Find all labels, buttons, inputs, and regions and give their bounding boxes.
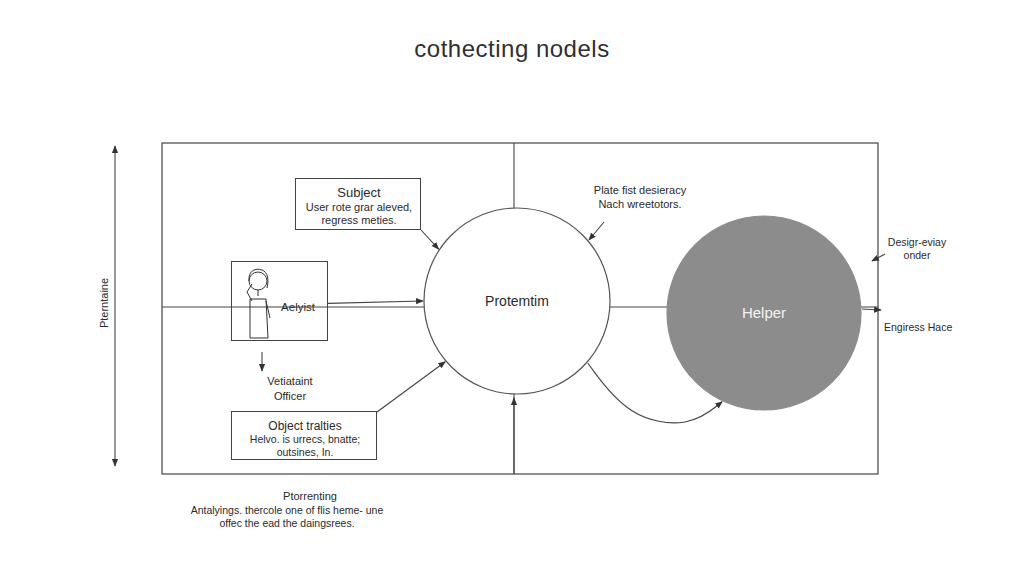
node-heading: Subject — [296, 185, 422, 201]
leader-arrow — [513, 398, 514, 474]
annotation-label: Engiress Hace — [884, 320, 984, 334]
node-body: Helvo. is urrecs, bnatte; outsines, In. — [235, 433, 375, 459]
leader-arrow — [872, 254, 885, 261]
leader-arrow — [862, 309, 881, 310]
node-heading: Object tralties — [232, 419, 378, 433]
node-heading: Protemtim — [423, 293, 611, 309]
note-text: Antalyings. thercole one of flis heme- u… — [182, 504, 392, 530]
annotation-label: Desigr-eviay onder — [878, 236, 956, 262]
connector-arrow — [377, 362, 445, 412]
outer-frame — [162, 143, 878, 474]
connector-arrow — [328, 301, 423, 303]
dimension-arrow — [114, 146, 115, 466]
annotation-label: Nach wreetotors. — [570, 197, 710, 211]
helper-circle: Helper — [666, 215, 862, 411]
leader-arrow — [589, 222, 604, 240]
process-box: Object traltiesHelvo. is urrecs, bnatte;… — [231, 411, 377, 460]
note-heading: Ptorrenting — [240, 489, 380, 503]
process-circle: Protemtim — [423, 207, 611, 395]
process-box: SubjectUser rote grar aleved, regress me… — [295, 178, 421, 230]
annotation-label: Plate fist desieracy — [570, 183, 710, 197]
person-illustration — [247, 269, 270, 338]
leader-arrow — [261, 352, 262, 371]
connector-arrow — [421, 230, 439, 249]
annotation-label: Vetiataint Officer — [250, 374, 330, 404]
node-heading: Helper — [666, 304, 862, 322]
node-heading: Aelyist — [272, 300, 324, 314]
circle-shape — [667, 216, 861, 410]
node-body: User rote grar aleved, regress meties. — [298, 201, 420, 227]
circle-shape — [424, 208, 610, 394]
axis-label: Pterntaine — [97, 273, 111, 333]
diagram-title: cothecting nodels — [312, 34, 712, 64]
actor-box: Aelyist — [231, 261, 328, 341]
